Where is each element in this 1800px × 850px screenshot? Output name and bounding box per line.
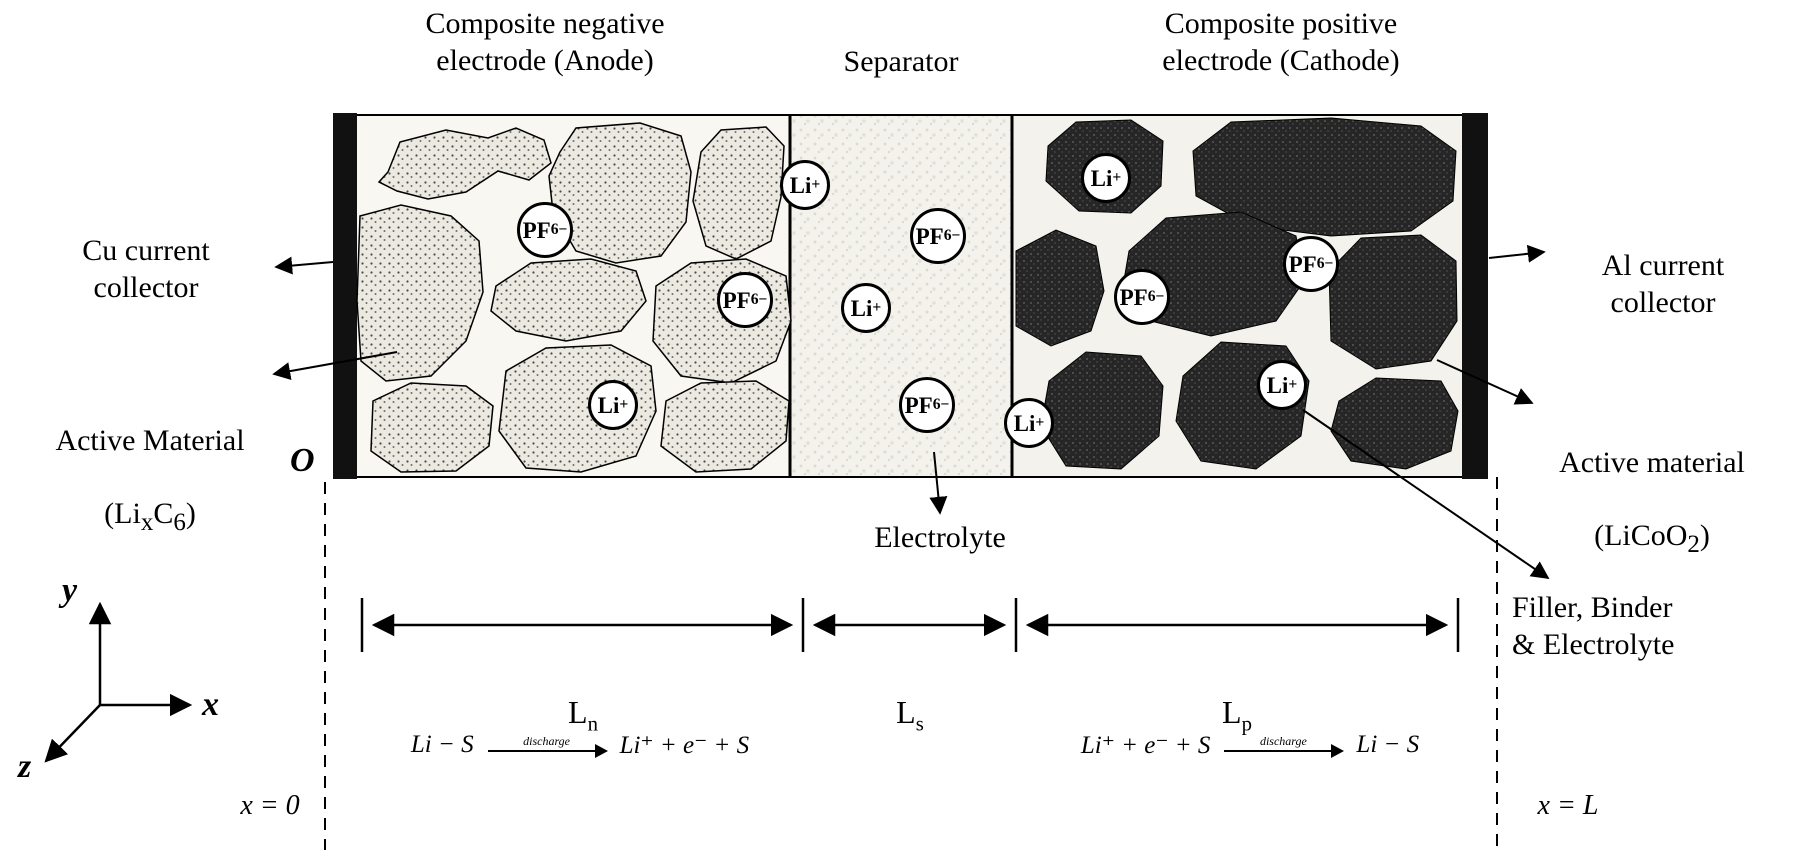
ion-li-cathode-upper: Li+ <box>1081 153 1131 203</box>
anode-particle-9 <box>660 380 790 473</box>
anode-active-line2: (LixC6) <box>104 496 196 536</box>
ion-li-cathode-lower: Li+ <box>1257 360 1307 410</box>
al-collector-label: Al current collector <box>1601 249 1725 319</box>
al-collector-arrow <box>1488 244 1546 263</box>
anode-particle-5 <box>490 258 647 342</box>
cathode-particles <box>1015 117 1459 470</box>
anode-active-material-arrow <box>272 351 398 381</box>
y-axis-label: y <box>62 572 78 609</box>
ion-li-anode-separator-boundary: Li+ <box>780 160 830 210</box>
al-current-collector-strip <box>1462 113 1488 479</box>
anode-active-line1: Active Material <box>55 423 245 457</box>
filler-binder-arrow <box>1302 409 1550 580</box>
cathode-reaction-rhs: Li − S <box>1356 731 1420 758</box>
electrolyte-label: Electrolyte <box>874 521 1006 554</box>
cathode-particle-3 <box>1015 229 1105 347</box>
separator-title: Separator <box>843 45 959 78</box>
anode-reaction-lhs: Li − S <box>410 731 474 758</box>
anode-particle-3 <box>692 126 785 260</box>
z-axis-label: z <box>18 748 32 785</box>
cathode-title: Composite positive electrode (Cathode) <box>1162 7 1400 77</box>
anode-particles <box>356 122 792 473</box>
origin-label: O <box>290 442 315 479</box>
cathode-discharge-reaction: Li⁺ + e⁻ + S discharge Li − S <box>995 730 1505 760</box>
ion-li-separator-cathode-boundary: Li+ <box>1004 398 1054 448</box>
anode-particle-6 <box>652 258 792 384</box>
coordinate-axes <box>44 601 193 763</box>
x-L-label: x = L <box>1537 790 1599 821</box>
cu-collector-arrow <box>274 256 334 275</box>
cathode-particle-6 <box>1040 351 1164 470</box>
dimension-label-ln: Ln <box>568 694 598 736</box>
x-zero-label: x = 0 <box>240 790 300 821</box>
dimension-lines <box>360 598 1460 652</box>
dimension-label-lp: Lp <box>1222 694 1252 736</box>
cathode-reaction-arrow-shaft <box>1224 743 1345 758</box>
anode-particle-7 <box>370 382 494 473</box>
dimension-label-ls: Ls <box>896 694 924 736</box>
z-axis-arrow <box>44 704 101 763</box>
anode-reaction-arrow-label: discharge <box>523 733 571 748</box>
cathode-active-material-arrow <box>1436 359 1534 405</box>
anode-reaction-rhs: Li⁺ + e⁻ + S <box>619 732 750 759</box>
cathode-active-line1: Active material <box>1559 445 1745 479</box>
anode-reaction-arrow: discharge <box>487 733 608 758</box>
electrolyte-arrow <box>929 451 948 515</box>
cathode-reaction-lhs: Li⁺ + e⁻ + S <box>1080 732 1211 759</box>
cathode-active-line2: (LiCoO2) <box>1594 518 1710 558</box>
ion-li-anode-lower: Li+ <box>588 380 638 430</box>
cathode-active-material-label: Active material (LiCoO2) <box>1508 408 1796 560</box>
cathode-particle-8 <box>1330 377 1459 470</box>
anode-title: Composite negative electrode (Anode) <box>425 7 665 77</box>
cathode-reaction-arrow-label: discharge <box>1259 733 1307 748</box>
anode-particle-4 <box>356 204 484 382</box>
anode-active-material-label: Active Material (LixC6) <box>18 386 282 538</box>
cathode-particle-5 <box>1328 234 1458 370</box>
ion-li-separator-middle: Li+ <box>841 283 891 333</box>
anode-reaction-arrow-shaft <box>487 743 608 758</box>
filler-binder-label: Filler, Binder & Electrolyte <box>1512 591 1675 661</box>
x-axis-label: x <box>202 686 219 723</box>
annotation-arrows <box>272 244 1550 580</box>
cu-collector-label: Cu current collector <box>82 234 210 304</box>
cathode-reaction-arrow: discharge <box>1224 733 1345 758</box>
anode-particle-1 <box>377 127 552 200</box>
anode-discharge-reaction: Li − S discharge Li⁺ + e⁻ + S <box>330 730 830 760</box>
cu-current-collector-strip <box>333 113 357 479</box>
anode-particle-8 <box>498 344 657 473</box>
